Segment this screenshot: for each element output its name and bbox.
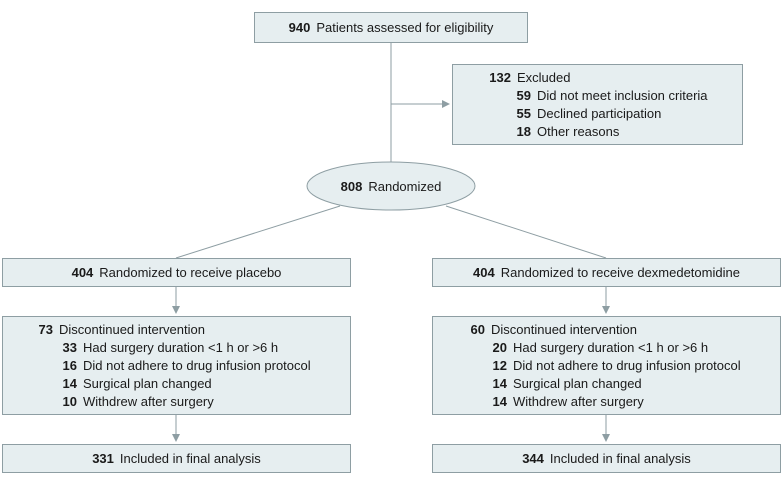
placebo-reason-label: Withdrew after surgery (83, 394, 214, 409)
excluded-reason-count: 18 (516, 124, 531, 139)
placebo-reason-count: 16 (62, 358, 77, 373)
excluded-label: Excluded (517, 70, 571, 85)
excluded-reason-count: 59 (516, 88, 531, 103)
dex-randomized-count: 404 (473, 265, 495, 280)
dex-reason-label: Had surgery duration <1 h or >6 h (513, 340, 709, 355)
placebo-randomized-label: Randomized to receive placebo (99, 265, 282, 280)
excluded-reason-count: 55 (516, 106, 531, 121)
dex-randomized-box: 404 Randomized to receive dexmedetomidin… (432, 258, 781, 287)
connector-randomized-to-dex (445, 205, 607, 259)
excluded-count: 132 (489, 70, 511, 85)
placebo-analysis-label: Included in final analysis (119, 451, 261, 466)
dex-analysis-count: 344 (522, 451, 544, 466)
dex-analysis-label: Included in final analysis (549, 451, 691, 466)
placebo-reason-count: 10 (62, 394, 77, 409)
dex-discontinued-box: 60 Discontinued intervention 20 Had surg… (432, 316, 781, 415)
randomized-node: 808 Randomized (307, 162, 475, 210)
dex-discontinued-count: 60 (470, 322, 485, 337)
placebo-discontinued-label: Discontinued intervention (59, 322, 205, 337)
placebo-reason-count: 14 (62, 376, 77, 391)
placebo-randomized-count: 404 (71, 265, 94, 280)
assessed-label: Patients assessed for eligibility (316, 20, 494, 35)
dex-analysis-box: 344 Included in final analysis (432, 444, 781, 473)
dex-randomized-label: Randomized to receive dexmedetomidine (500, 265, 740, 280)
dex-reason-count: 12 (492, 358, 507, 373)
assessed-count: 940 (288, 20, 311, 35)
connector-randomized-to-placebo (175, 205, 341, 259)
dex-discontinued-label: Discontinued intervention (491, 322, 637, 337)
randomized-label: Randomized (368, 178, 442, 194)
excluded-reason-label: Did not meet inclusion criteria (537, 88, 708, 103)
assessed-box: 940 Patients assessed for eligibility (254, 12, 528, 43)
placebo-discontinued-count: 73 (38, 322, 53, 337)
dex-reason-count: 14 (492, 394, 507, 409)
placebo-reason-label: Had surgery duration <1 h or >6 h (83, 340, 279, 355)
placebo-analysis-count: 331 (92, 451, 114, 466)
placebo-discontinued-box: 73 Discontinued intervention 33 Had surg… (2, 316, 351, 415)
dex-reason-label: Did not adhere to drug infusion protocol (513, 358, 741, 373)
excluded-box: 132 Excluded 59 Did not meet inclusion c… (452, 64, 743, 145)
excluded-reason-label: Declined participation (537, 106, 662, 121)
placebo-reason-label: Surgical plan changed (83, 376, 212, 391)
excluded-reason-label: Other reasons (537, 124, 620, 139)
randomized-ellipse (306, 161, 476, 211)
placebo-reason-count: 33 (62, 340, 77, 355)
placebo-randomized-box: 404 Randomized to receive placebo (2, 258, 351, 287)
placebo-reason-label: Did not adhere to drug infusion protocol (83, 358, 311, 373)
dex-reason-count: 20 (492, 340, 507, 355)
dex-reason-label: Withdrew after surgery (513, 394, 644, 409)
dex-reason-label: Surgical plan changed (513, 376, 642, 391)
randomized-count: 808 (340, 178, 363, 194)
dex-reason-count: 14 (492, 376, 507, 391)
placebo-analysis-box: 331 Included in final analysis (2, 444, 351, 473)
